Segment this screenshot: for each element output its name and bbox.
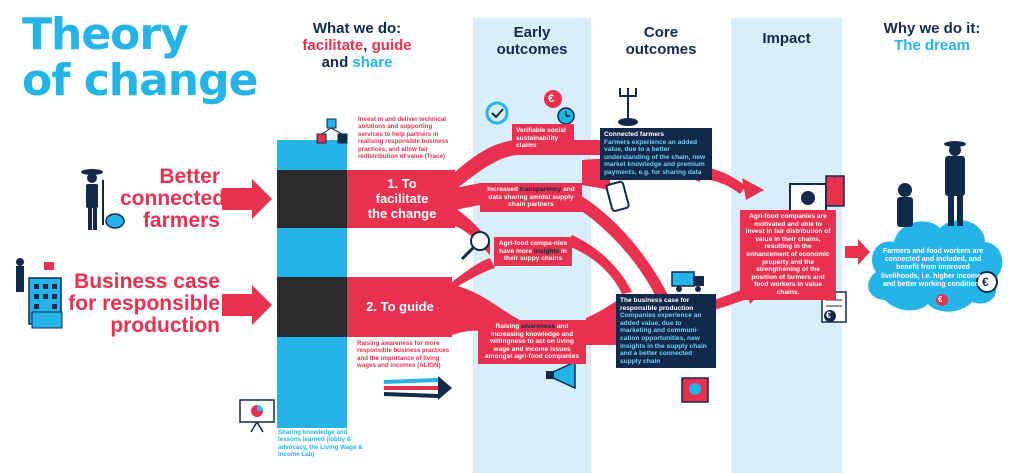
presentation-icon	[239, 399, 275, 433]
insights-post: in their suppy chains	[503, 247, 567, 263]
activity-facilitate: 1. To facilitate the change	[352, 176, 452, 221]
share-description: Sharing knowledge and lessons learned (l…	[278, 429, 363, 459]
farmers-line-2: connected	[120, 187, 226, 210]
euro-circle-icon	[544, 90, 562, 108]
title-line-2: of change	[22, 55, 258, 106]
arrow-connected-impact	[742, 178, 764, 200]
facilitate-line-2: facilitate	[375, 191, 429, 206]
header-dream-text: The dream	[894, 37, 970, 54]
header-core-outcomes: Core outcomes	[602, 24, 720, 58]
core-farmers-body: Farmers experience an added value, due t…	[604, 138, 706, 176]
awareness-post: and increasing knowledge and willingness…	[484, 323, 580, 361]
input-better-connected-farmers: Better connected farmers	[120, 165, 226, 232]
awareness-highlight: awareness	[521, 323, 555, 330]
header-share: share	[352, 54, 393, 71]
header-and: and	[321, 54, 353, 71]
title-line-1: Theory	[22, 9, 189, 60]
early-verifiable-claims: Verifiable social sustainability claims	[512, 124, 574, 153]
truck-icon	[671, 271, 704, 292]
dream-farmer-figure	[944, 141, 966, 226]
business-line-2: for responsible	[68, 292, 220, 315]
header-what-we-do-text: What we do:	[312, 20, 402, 37]
awareness-arrow-head	[438, 376, 452, 400]
transparency-highlight: transparency	[519, 186, 562, 193]
awareness-pre: Raising	[495, 323, 522, 330]
ribbon-connected-to-impact	[710, 168, 746, 194]
phone-icon	[605, 180, 630, 212]
insights-pre: Agri-food compa-nies have more	[498, 240, 568, 255]
ribbon-awareness-to-business	[586, 300, 618, 345]
bottle-icon	[681, 377, 709, 403]
header-guide: guide	[371, 37, 412, 54]
arrow-farmers	[222, 179, 272, 219]
dream-cloud	[868, 220, 1003, 312]
arrow-impact-dream	[845, 239, 870, 265]
guide-description: Raising awareness for more responsible b…	[357, 340, 450, 370]
cubes-icon	[316, 118, 348, 144]
guide-dark-bar	[277, 277, 347, 337]
transparency-post: and data sharing amidst supply chain par…	[488, 186, 575, 209]
euro-glyph-dream-small: €	[938, 295, 943, 304]
core-business-title: The business case for responsible produc…	[620, 297, 694, 312]
dream-text: Farmers and food workers are connected a…	[881, 248, 985, 288]
header-early-line-2: outcomes	[496, 41, 568, 58]
header-impact-text: Impact	[762, 30, 811, 47]
building-icon	[16, 258, 63, 329]
header-core-line-2: outcomes	[625, 41, 697, 58]
euro-glyph-impact: €	[826, 310, 832, 320]
transparency-pre: Increased	[487, 186, 520, 193]
early-transparency: Increased transparency and data sharing …	[480, 183, 582, 212]
header-core-line-1: Core	[643, 24, 679, 41]
header-early-outcomes: Early outcomes	[473, 24, 591, 58]
activity-guide: 2. To guide	[366, 299, 434, 314]
header-impact: Impact	[731, 30, 842, 47]
insights-highlight: insights	[533, 247, 560, 255]
core-business-body: Companies experience an added value, due…	[620, 312, 707, 365]
euro-glyph-early: €	[548, 93, 555, 105]
facilitate-dark-bar	[277, 170, 347, 228]
facilitate-line-3: the change	[367, 206, 437, 221]
dream-euro-small-icon	[936, 294, 948, 306]
business-line-3: production	[110, 314, 220, 337]
header-facilitate: facilitate	[302, 37, 364, 54]
pitchfork-icon	[618, 88, 638, 126]
core-business-case: The business case for responsible produc…	[616, 294, 716, 369]
farmers-line-3: farmers	[142, 209, 220, 232]
page-title: Theory of change	[22, 9, 258, 106]
facilitate-line-1: 1. To	[387, 176, 417, 191]
refresh-check-icon	[485, 101, 509, 125]
header-comma: ,	[363, 37, 372, 54]
dream-worker-figure	[897, 183, 913, 227]
megaphone-icon	[546, 360, 576, 390]
header-what-we-do: What we do: facilitate, guide and share	[282, 20, 432, 71]
clock-icon	[557, 107, 575, 125]
facilitate-description: Invest in and deliver technical solution…	[358, 116, 449, 161]
impact-box: Agri-food companies are motivated and ab…	[740, 210, 836, 300]
header-why-text: Why we do it:	[883, 20, 981, 37]
ribbon-guide-insights	[452, 258, 495, 290]
euro-glyph-dream: €	[982, 275, 989, 289]
early-insights: Agri-food compa-nies have more insights …	[494, 237, 572, 266]
facilitate-band	[347, 170, 455, 228]
activity-share: 3. To share	[278, 414, 341, 428]
awareness-arrow-1	[383, 378, 439, 384]
arrow-business	[222, 285, 272, 325]
guide-band	[347, 277, 452, 337]
ribbon-transparency-to-business	[572, 195, 668, 297]
awareness-arrow-3	[383, 392, 439, 398]
ribbon-facilitate-transparency	[455, 183, 480, 210]
business-line-1: Business case	[74, 270, 220, 293]
dream-euro-icon	[976, 271, 998, 293]
header-early-line-1: Early	[513, 24, 551, 41]
ribbon-insights-to-business	[566, 235, 632, 294]
farmer-icon	[81, 169, 125, 230]
core-connected-farmers: Connected farmers Farmers experience an …	[600, 128, 712, 180]
core-farmers-title: Connected farmers	[604, 131, 665, 138]
early-awareness: Raising awareness and increasing knowled…	[478, 320, 586, 364]
magnifier-icon	[460, 231, 490, 261]
header-why: Why we do it: The dream	[852, 20, 1012, 54]
farmers-line-1: Better	[159, 165, 220, 188]
generator-icon	[789, 175, 845, 213]
input-business-case: Business case for responsible production	[66, 271, 220, 337]
